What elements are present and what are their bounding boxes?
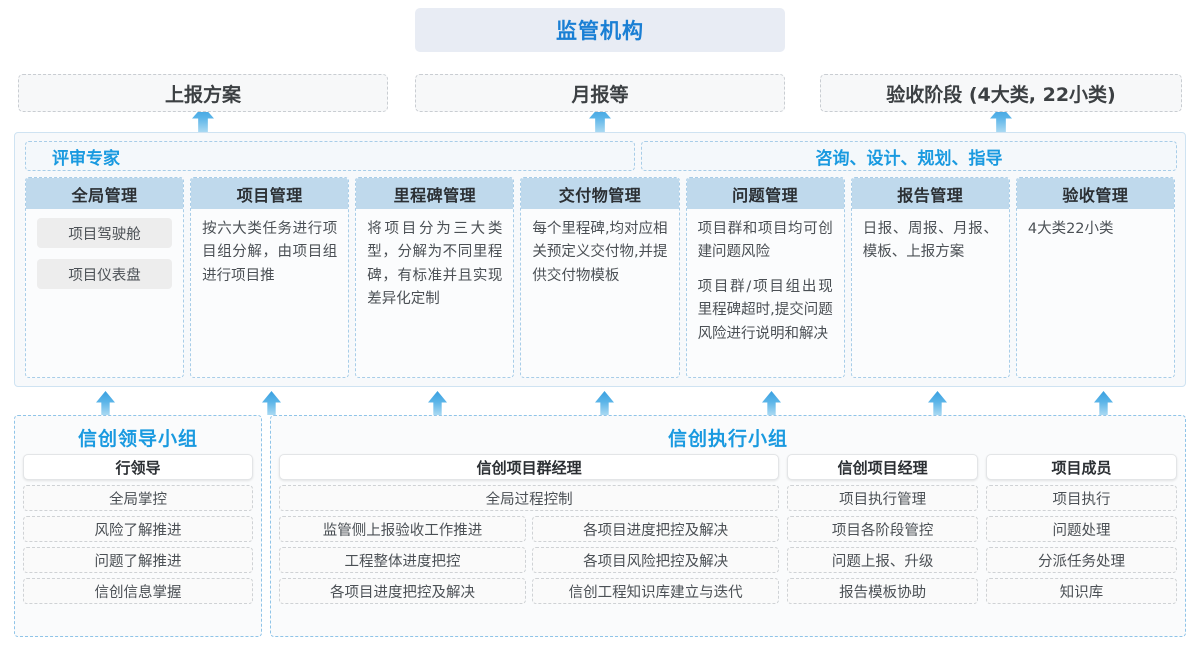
capability-column-issue[interactable]: 问题管理 项目群和项目均可创建问题风险 项目群/项目组出现里程碑超时,提交问题风…	[685, 177, 845, 378]
capability-column-milestone[interactable]: 里程碑管理 将项目分为三大类型，分解为不同里程碑，有标准并且实现差异化定制	[355, 177, 515, 378]
duty-item[interactable]: 知识库	[986, 578, 1177, 604]
report-box-label: 验收阶段 (4大类, 22小类)	[886, 83, 1116, 106]
column-text: 项目群和项目均可创建问题风险	[697, 221, 833, 261]
column-title: 全局管理	[26, 178, 184, 209]
regulator-banner: 监管机构	[415, 8, 785, 52]
arrow-up-icon	[428, 391, 447, 415]
group-title: 信创执行小组	[667, 428, 788, 450]
arrow-up-icon	[1094, 391, 1113, 415]
role-band-reviewer: 评审专家	[25, 141, 635, 171]
arrow-up-icon	[96, 391, 115, 415]
column-text: 项目群/项目组出现里程碑超时,提交问题风险进行说明和解决	[697, 278, 833, 342]
column-title: 里程碑管理	[356, 178, 514, 209]
role-head[interactable]: 信创项目经理	[787, 454, 979, 480]
duty-item[interactable]: 全局掌控	[23, 485, 253, 511]
regulator-label: 监管机构	[556, 19, 644, 43]
duty-item[interactable]: 项目执行管理	[787, 485, 979, 511]
project-manager-subcolumn: 信创项目经理 项目执行管理 项目各阶段管控 问题上报、升级 报告模板协助	[787, 454, 979, 628]
role-head[interactable]: 项目成员	[986, 454, 1177, 480]
duty-item[interactable]: 报告模板协助	[787, 578, 979, 604]
column-title: 项目管理	[191, 178, 349, 209]
duty-item[interactable]: 分派任务处理	[986, 547, 1177, 573]
duty-item[interactable]: 信创信息掌握	[23, 578, 253, 604]
capability-column-project[interactable]: 项目管理 按六大类任务进行项目组分解，由项目组进行项目推	[190, 177, 350, 378]
leader-subcolumn: 行领导 全局掌控 风险了解推进 问题了解推进 信创信息掌握	[23, 454, 253, 628]
role-band-label: 咨询、设计、规划、指导	[815, 148, 1003, 169]
exec-group-box: 信创执行小组 信创项目群经理 全局过程控制 监管侧上报验收工作推进 工程整体进度…	[270, 415, 1186, 637]
report-box-monthly[interactable]: 月报等	[415, 74, 785, 112]
duty-item[interactable]: 项目各阶段管控	[787, 516, 979, 542]
duty-item[interactable]: 问题处理	[986, 516, 1177, 542]
program-manager-subcolumn: 信创项目群经理 全局过程控制 监管侧上报验收工作推进 工程整体进度把控 各项目进…	[279, 454, 780, 628]
column-title: 验收管理	[1016, 178, 1174, 209]
column-title: 交付物管理	[521, 178, 679, 209]
group-title: 信创领导小组	[77, 428, 198, 450]
capability-column-global[interactable]: 全局管理 项目驾驶舱 项目仪表盘	[25, 177, 185, 378]
capability-column-acceptance[interactable]: 验收管理 4大类22小类	[1015, 177, 1175, 378]
leader-group-box: 信创领导小组 行领导 全局掌控 风险了解推进 问题了解推进 信创信息掌握	[14, 415, 262, 637]
column-text: 4大类22小类	[1027, 221, 1114, 237]
duty-item[interactable]: 风险了解推进	[23, 516, 253, 542]
role-band-label: 评审专家	[52, 148, 120, 169]
capability-column-deliverable[interactable]: 交付物管理 每个里程碑,均对应相关预定义交付物,并提供交付物模板	[520, 177, 680, 378]
column-text: 每个里程碑,均对应相关预定义交付物,并提供交付物模板	[532, 221, 668, 284]
arrow-up-icon	[262, 391, 281, 415]
arrow-up-icon	[595, 391, 614, 415]
duty-item[interactable]: 各项目进度把控及解决	[279, 578, 527, 604]
arrow-up-icon	[762, 391, 781, 415]
report-box-acceptance[interactable]: 验收阶段 (4大类, 22小类)	[820, 74, 1182, 112]
report-box-label: 上报方案	[164, 83, 241, 106]
duty-item[interactable]: 监管侧上报验收工作推进	[279, 516, 527, 542]
org-panel: 信创领导小组 行领导 全局掌控 风险了解推进 问题了解推进 信创信息掌握 信创执…	[14, 415, 1186, 637]
report-box-plan[interactable]: 上报方案	[18, 74, 388, 112]
duty-item[interactable]: 各项目风险把控及解决	[532, 547, 780, 573]
column-title: 报告管理	[851, 178, 1009, 209]
duty-item[interactable]: 工程整体进度把控	[279, 547, 527, 573]
capability-columns: 全局管理 项目驾驶舱 项目仪表盘 项目管理 按六大类任务进行项目组分解，由项目组…	[25, 177, 1175, 378]
capability-pill[interactable]: 项目驾驶舱	[37, 218, 173, 248]
role-head[interactable]: 行领导	[23, 454, 253, 480]
capability-panel: 评审专家 咨询、设计、规划、指导 全局管理 项目驾驶舱 项目仪表盘 项目管理 按…	[14, 132, 1186, 387]
column-text: 将项目分为三大类型，分解为不同里程碑，有标准并且实现差异化定制	[367, 221, 503, 308]
duty-item[interactable]: 问题了解推进	[23, 547, 253, 573]
arrow-up-icon	[928, 391, 947, 415]
capability-pill[interactable]: 项目仪表盘	[37, 259, 173, 289]
column-text: 日报、周报、月报、模板、上报方案	[862, 221, 998, 261]
duty-item[interactable]: 全局过程控制	[279, 485, 780, 511]
duty-item[interactable]: 项目执行	[986, 485, 1177, 511]
column-text: 按六大类任务进行项目组分解，由项目组进行项目推	[202, 221, 338, 284]
capability-column-report[interactable]: 报告管理 日报、周报、月报、模板、上报方案	[850, 177, 1010, 378]
role-band-consulting: 咨询、设计、规划、指导	[641, 141, 1177, 171]
duty-item[interactable]: 信创工程知识库建立与迭代	[532, 578, 780, 604]
report-box-label: 月报等	[571, 83, 629, 106]
member-subcolumn: 项目成员 项目执行 问题处理 分派任务处理 知识库	[986, 454, 1177, 628]
duty-item[interactable]: 问题上报、升级	[787, 547, 979, 573]
role-head[interactable]: 信创项目群经理	[279, 454, 780, 480]
column-title: 问题管理	[686, 178, 844, 209]
duty-item[interactable]: 各项目进度把控及解决	[532, 516, 780, 542]
